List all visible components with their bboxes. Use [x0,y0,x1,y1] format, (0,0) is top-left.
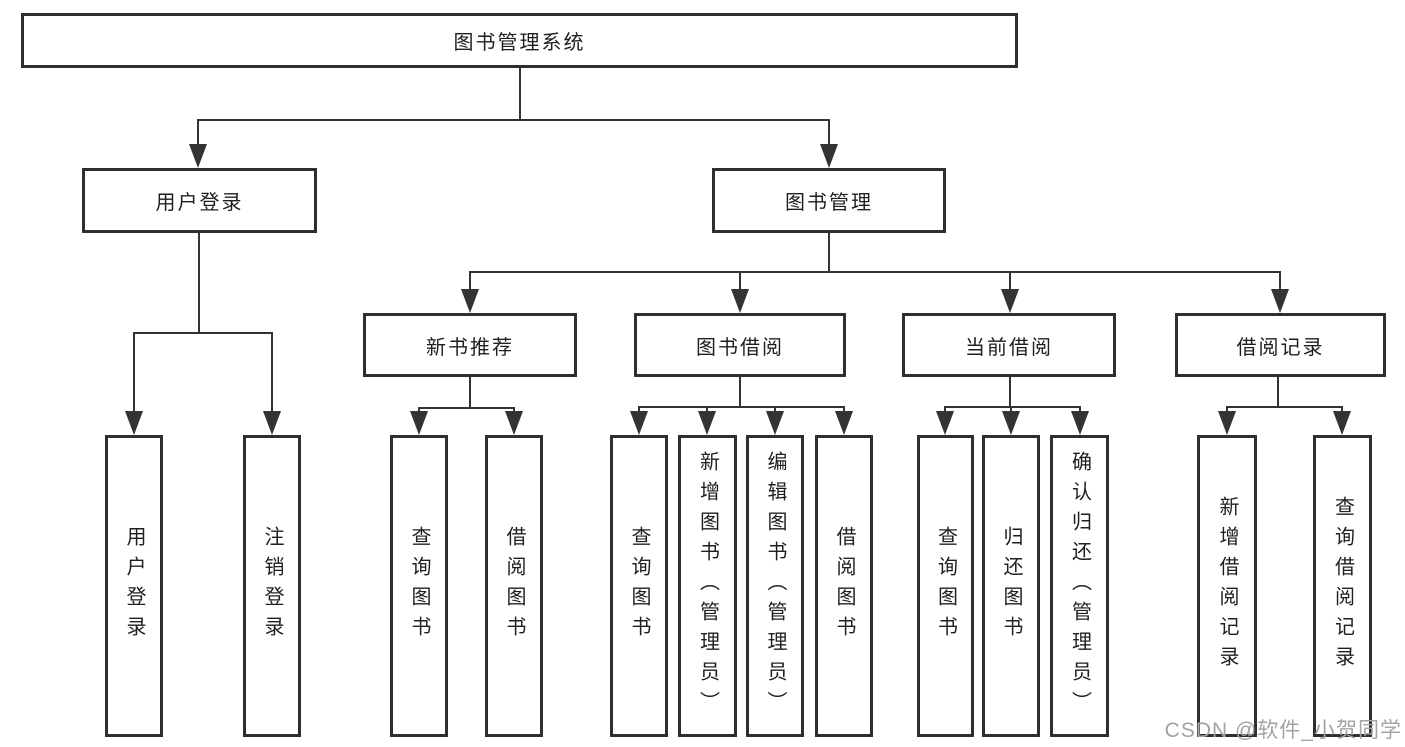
arrowhead-icon [263,411,281,435]
leaf-bb-add-books-admin: 新增图书（管理员） [678,435,737,737]
node-label: 查询图书 [934,526,957,646]
node-library-management-system: 图书管理系统 [21,13,1018,68]
node-user-login: 用户登录 [82,168,317,233]
connector-book-borrow-to-leaves [630,376,853,435]
arrowhead-icon [125,411,143,435]
arrowhead-icon [1001,289,1019,313]
leaf-br-add-borrow-record: 新增借阅记录 [1197,435,1257,737]
node-label: 借阅图书 [503,526,525,646]
leaf-logout: 注销登录 [243,435,301,737]
arrowhead-icon [731,289,749,313]
arrowhead-icon [1333,411,1351,435]
node-book-management: 图书管理 [712,168,946,233]
leaf-bb-borrow-books: 借阅图书 [815,435,873,737]
leaf-cb-confirm-return-admin: 确认归还（管理员） [1050,435,1109,737]
node-label: 图书管理 [785,192,873,214]
connector-book-mgmt-to-level3 [461,232,1289,313]
arrowhead-icon [461,289,479,313]
connector-new-book-to-leaves [410,376,523,435]
node-label: 编辑图书（管理员） [764,451,786,721]
leaf-user-login: 用户登录 [105,435,163,737]
connector-user-login-to-leaves [125,232,281,435]
node-book-borrowing: 图书借阅 [634,313,846,377]
arrowhead-icon [698,411,716,435]
leaf-nb-borrow-books: 借阅图书 [485,435,543,737]
node-borrowing-records: 借阅记录 [1175,313,1386,377]
connector-borrow-records-to-leaves [1218,376,1351,435]
connector-current-borrow-to-leaves [936,376,1089,435]
arrowhead-icon [1002,411,1020,435]
arrowhead-icon [820,144,838,168]
node-label: 归还图书 [1000,526,1022,646]
node-label: 注销登录 [261,526,283,646]
node-label: 新书推荐 [426,336,514,359]
node-label: 借阅记录 [1236,336,1325,359]
node-label: 查询图书 [628,526,650,646]
node-label: 查询图书 [408,526,430,646]
node-current-borrowing: 当前借阅 [902,313,1116,377]
arrowhead-icon [505,411,523,435]
leaf-cb-return-books: 归还图书 [982,435,1040,737]
node-label: 查询借阅记录 [1331,496,1354,676]
node-label: 图书借阅 [696,336,784,359]
leaf-br-query-borrow-record: 查询借阅记录 [1313,435,1372,737]
arrowhead-icon [835,411,853,435]
node-label: 新增借阅记录 [1216,496,1238,676]
node-label: 确认归还（管理员） [1068,451,1091,721]
leaf-bb-edit-books-admin: 编辑图书（管理员） [746,435,804,737]
node-new-book-recommend: 新书推荐 [363,313,577,377]
node-label: 图书管理系统 [453,32,586,54]
arrowhead-icon [189,144,207,168]
leaf-bb-query-books: 查询图书 [610,435,668,737]
connector-root-to-level2 [189,67,838,168]
arrowhead-icon [1218,411,1236,435]
arrowhead-icon [936,411,954,435]
leaf-nb-query-books: 查询图书 [390,435,448,737]
arrowhead-icon [630,411,648,435]
node-label: 当前借阅 [965,336,1053,359]
node-label: 用户登录 [155,192,244,214]
watermark: CSDN @软件_小贺同学 [1164,719,1402,742]
arrowhead-icon [1271,289,1289,313]
node-label: 借阅图书 [833,526,855,646]
leaf-cb-query-books: 查询图书 [917,435,974,737]
arrowhead-icon [1071,411,1089,435]
arrowhead-icon [410,411,428,435]
arrowhead-icon [766,411,784,435]
node-label: 用户登录 [123,526,145,646]
node-label: 新增图书（管理员） [696,451,719,721]
